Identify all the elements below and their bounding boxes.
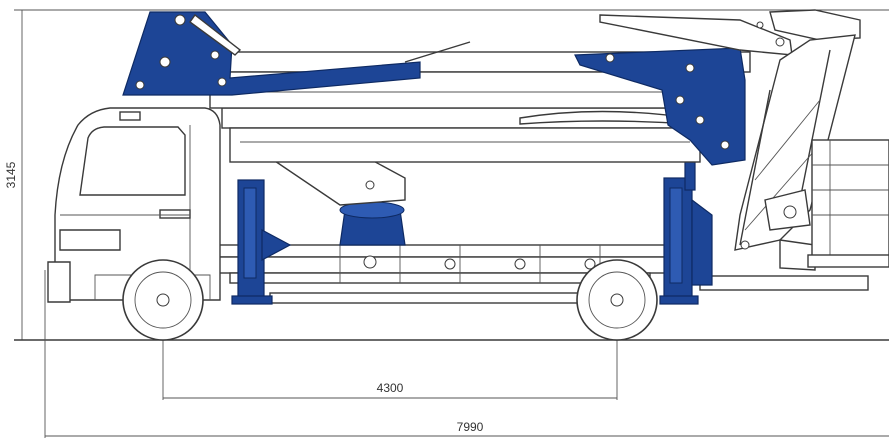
height-dimension-label: 3145 <box>4 161 18 188</box>
height-dimension: 3145 <box>4 9 889 341</box>
work-basket <box>807 139 889 268</box>
upper-jib <box>599 9 861 56</box>
articulated-arm <box>734 34 856 271</box>
rear-outrigger <box>659 159 713 305</box>
boom-knuckle-bracket <box>574 47 746 166</box>
overall-length-dimension: 7990 <box>44 270 889 438</box>
truck-cab <box>47 107 221 303</box>
wheelbase-dimension: 4300 <box>162 315 618 400</box>
wheelbase-dimension-label: 4300 <box>377 381 404 395</box>
chassis-frame <box>214 244 869 304</box>
front-wheel <box>122 259 204 341</box>
overall-length-dimension-label: 7990 <box>457 420 484 434</box>
boom-heel-bracket <box>122 11 471 96</box>
front-outrigger <box>231 179 292 305</box>
rear-wheel <box>576 259 658 341</box>
